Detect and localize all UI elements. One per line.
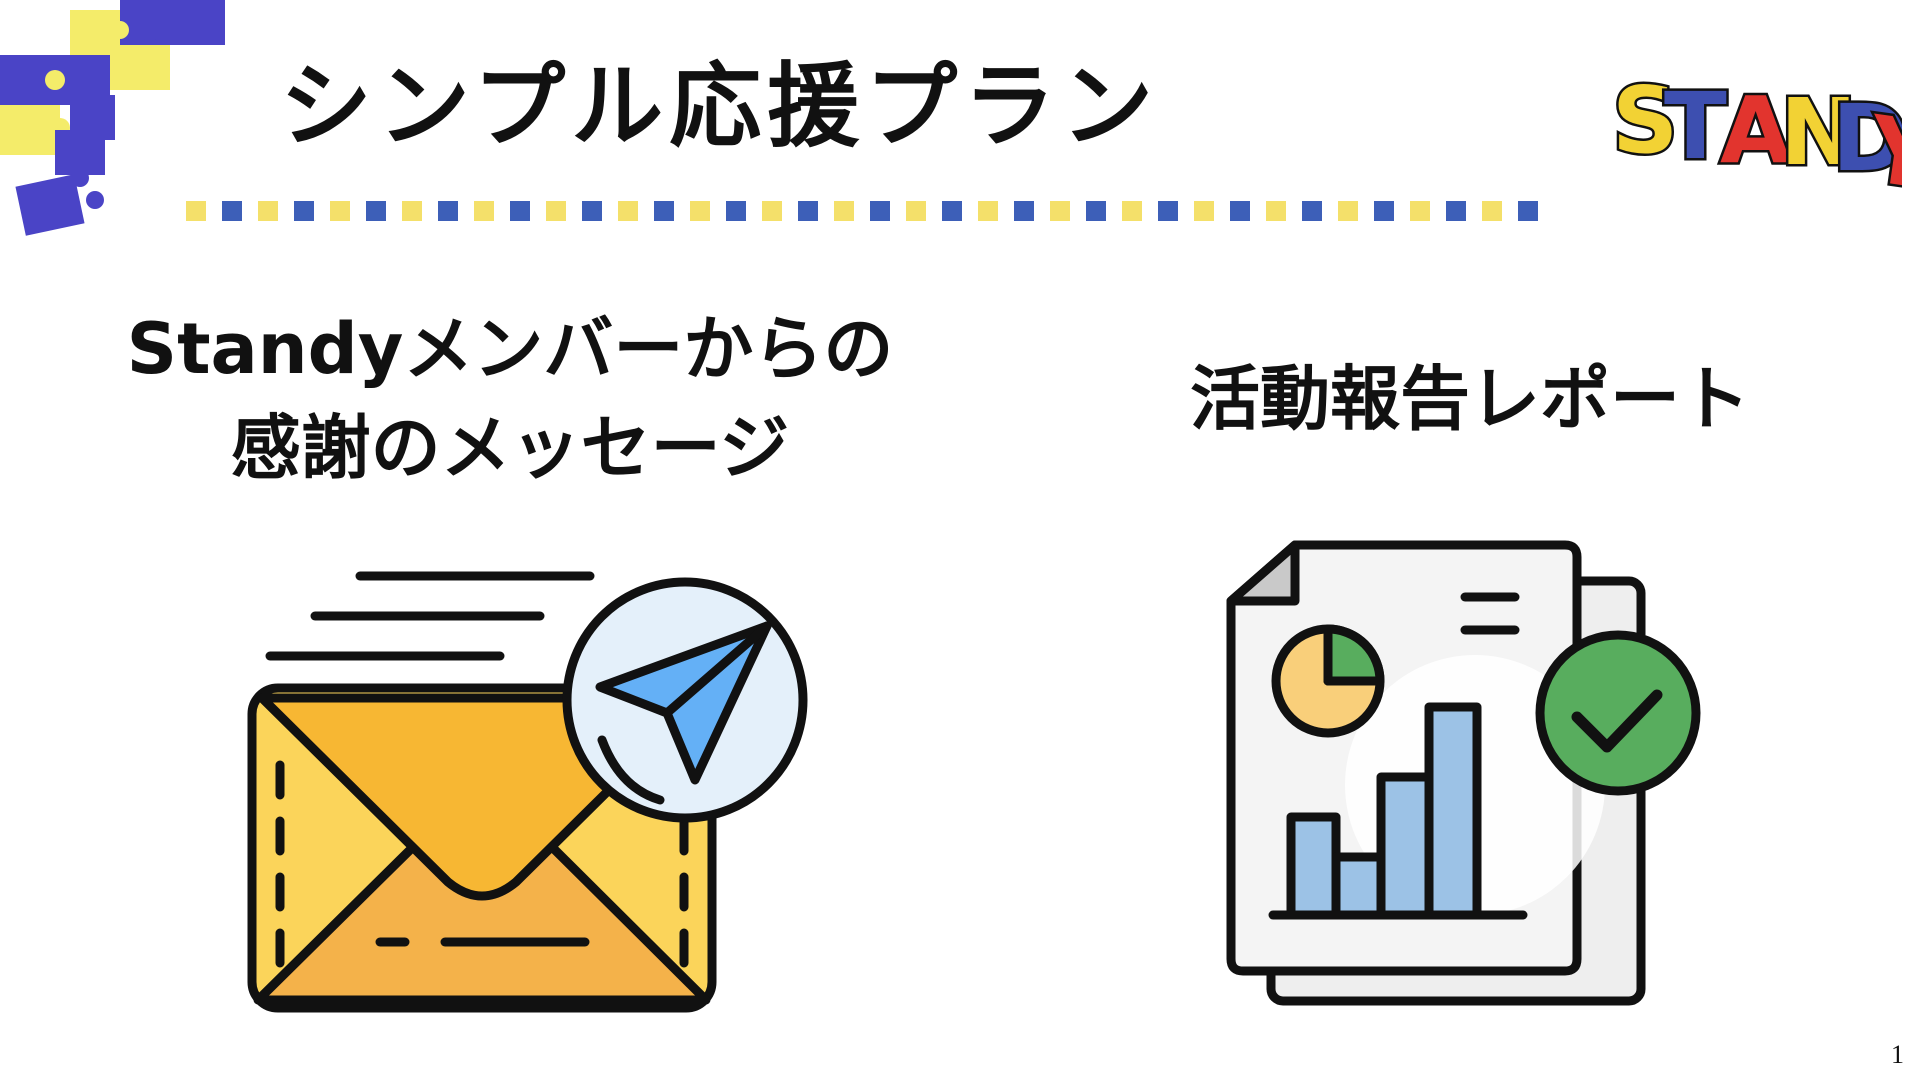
page-number: 1 [1891, 1040, 1904, 1069]
svg-text:S: S [1612, 70, 1678, 174]
divider-dot [1050, 201, 1070, 221]
divider-dot [906, 201, 926, 221]
divider-dot [186, 201, 206, 221]
divider-dot [798, 201, 818, 221]
divider-dot [1518, 201, 1538, 221]
divider-dot [582, 201, 602, 221]
divider-dot [366, 201, 386, 221]
divider-dot [690, 201, 710, 221]
divider-dot [1374, 201, 1394, 221]
puzzle-decoration-icon [0, 0, 225, 236]
heading-line: 活動報告レポート [1190, 358, 1750, 440]
divider-dot [510, 201, 530, 221]
divider-dot [1122, 201, 1142, 221]
divider-dot [942, 201, 962, 221]
divider-dot [1230, 201, 1250, 221]
envelope-send-icon [247, 571, 808, 1013]
dotted-divider [186, 201, 1546, 221]
svg-text:T: T [1664, 73, 1727, 180]
plan-heading-message: Standyメンバーからの 感謝のメッセージ [40, 300, 980, 499]
divider-dot [474, 201, 494, 221]
divider-dot [546, 201, 566, 221]
divider-dot [870, 201, 890, 221]
divider-dot [1482, 201, 1502, 221]
svg-text:N: N [1780, 79, 1857, 186]
divider-dot [1194, 201, 1214, 221]
standy-logo: S T A N D Y [1612, 70, 1902, 195]
svg-text:A: A [1720, 77, 1791, 184]
divider-dot [1302, 201, 1322, 221]
divider-dot [1158, 201, 1178, 221]
divider-dot [978, 201, 998, 221]
report-chart-check-icon [1226, 540, 1701, 1006]
divider-dot [1266, 201, 1286, 221]
divider-dot [294, 201, 314, 221]
divider-dot [222, 201, 242, 221]
divider-dot [438, 201, 458, 221]
divider-dot [726, 201, 746, 221]
divider-dot [258, 201, 278, 221]
svg-text:D: D [1832, 85, 1902, 192]
heading-line: Standyメンバーからの [126, 308, 894, 390]
plan-heading-report: 活動報告レポート [1050, 350, 1890, 449]
divider-dot [1338, 201, 1358, 221]
heading-line: 感謝のメッセージ [230, 407, 790, 490]
divider-dot [1014, 201, 1034, 221]
divider-dot [330, 201, 350, 221]
divider-dot [402, 201, 422, 221]
divider-dot [654, 201, 674, 221]
divider-dot [1086, 201, 1106, 221]
divider-dot [1446, 201, 1466, 221]
divider-dot [1410, 201, 1430, 221]
divider-dot [762, 201, 782, 221]
page-title: シンプル応援プラン [280, 53, 1160, 160]
divider-dot [834, 201, 854, 221]
divider-dot [618, 201, 638, 221]
